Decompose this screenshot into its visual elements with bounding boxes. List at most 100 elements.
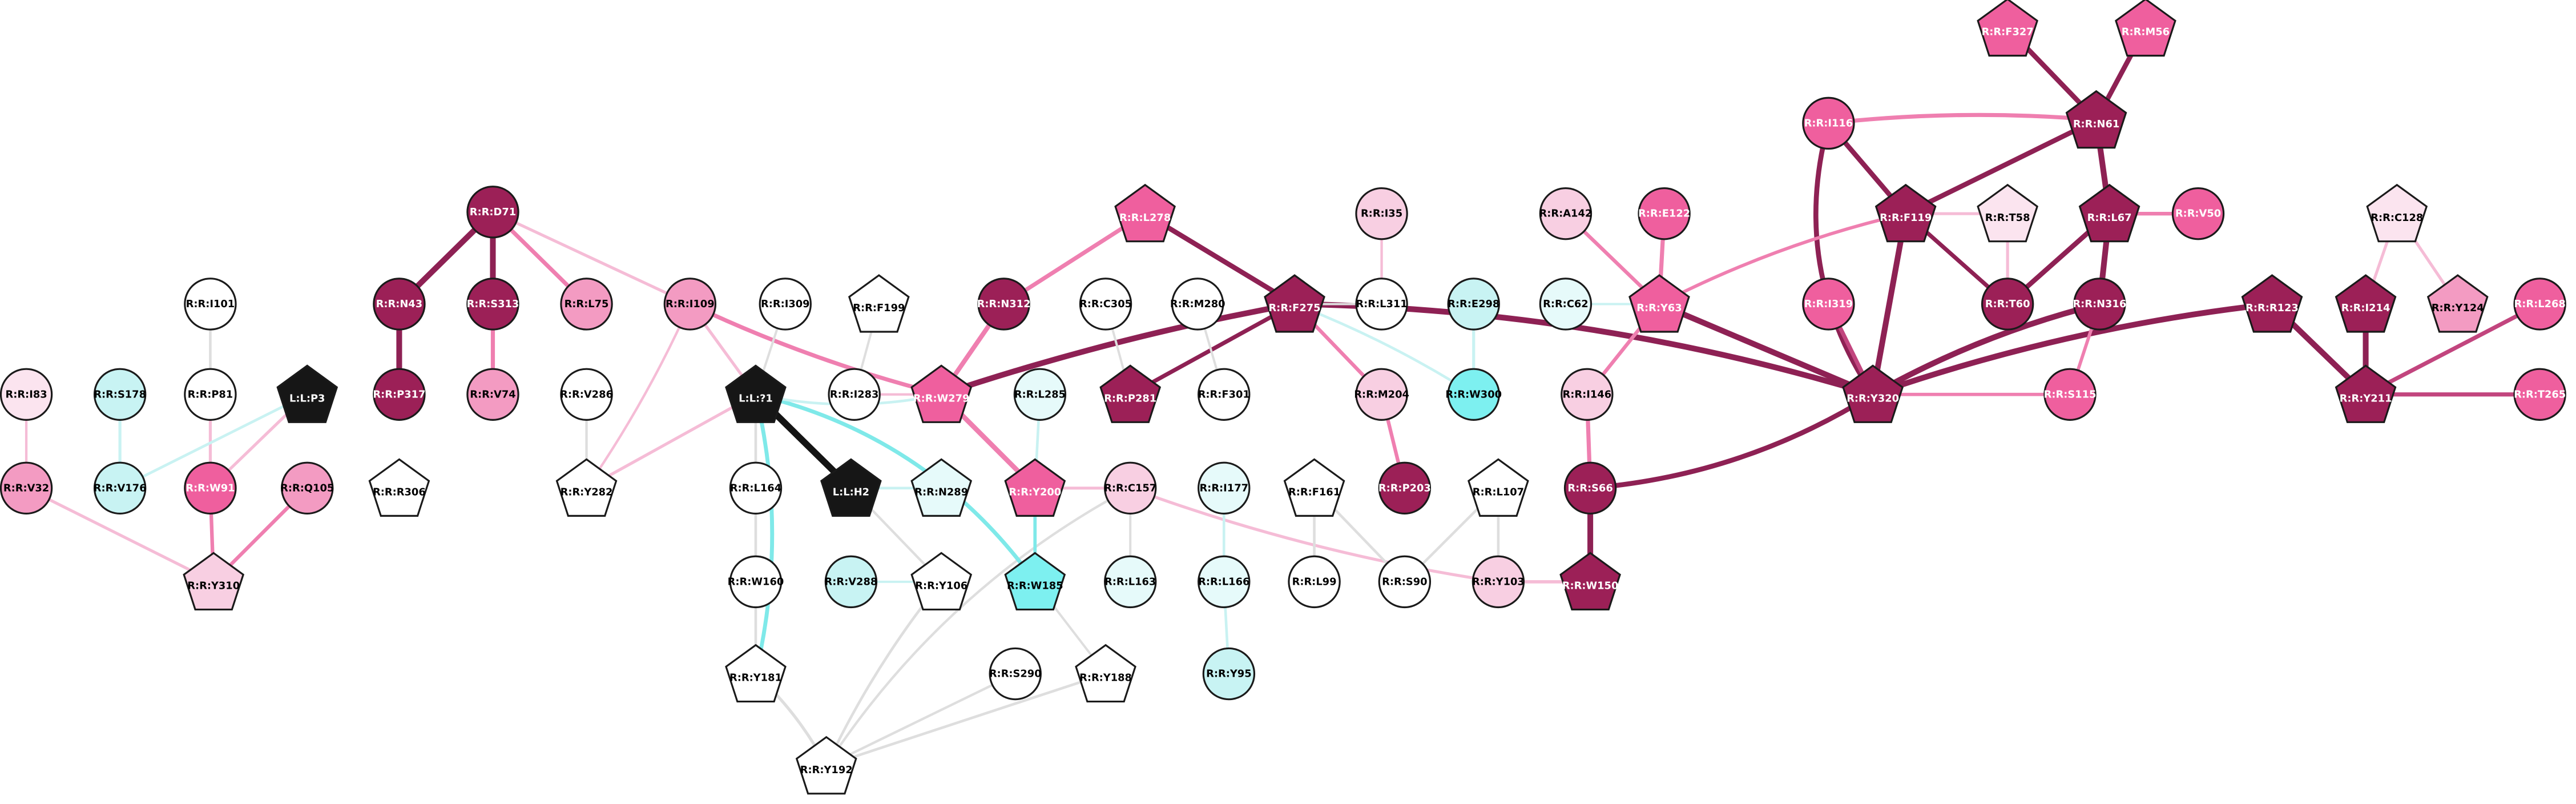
node-V32[interactable]: R:R:V32 [0, 461, 53, 514]
node-shape-circle[interactable] [824, 555, 878, 609]
node-L278[interactable]: R:R:L278 [1114, 183, 1176, 243]
node-shape-circle[interactable] [759, 278, 812, 331]
node-V288[interactable]: R:R:V288 [824, 555, 878, 609]
node-S66[interactable]: R:R:S66 [1563, 461, 1617, 515]
node-W300[interactable]: R:R:W300 [1445, 368, 1502, 421]
node-shape-circle[interactable] [1561, 368, 1614, 421]
node-shape-pentagon[interactable] [1874, 183, 1937, 243]
node-shape-pentagon[interactable] [910, 552, 973, 611]
node-P203[interactable]: R:R:P203 [1378, 461, 1432, 515]
node-F161[interactable]: R:R:F161 [1283, 458, 1345, 517]
node-shape-pentagon[interactable] [1559, 552, 1621, 611]
node-shape-circle[interactable] [1802, 97, 1855, 150]
node-Y181[interactable]: R:R:Y181 [725, 644, 787, 703]
node-shape-circle[interactable] [1981, 278, 2034, 331]
node-shape-pentagon[interactable] [2335, 274, 2397, 333]
node-I309[interactable]: R:R:I309 [759, 278, 812, 331]
node-Q105[interactable]: R:R:Q105 [280, 461, 334, 515]
node-shape-pentagon[interactable] [910, 364, 973, 423]
node-shape-pentagon[interactable] [1468, 458, 1529, 517]
node-shape-circle[interactable] [1563, 461, 1617, 515]
node-shape-circle[interactable] [2171, 187, 2225, 240]
node-shape-pentagon[interactable] [2426, 274, 2489, 333]
node-shape-pentagon[interactable] [2065, 90, 2127, 149]
node-shape-pentagon[interactable] [1004, 552, 1066, 611]
node-shape-pentagon[interactable] [555, 458, 618, 517]
node-shape-circle[interactable] [1171, 278, 1224, 331]
node-T58[interactable]: R:R:T58 [1977, 183, 2039, 243]
node-shape-circle[interactable] [729, 555, 783, 609]
node-I146[interactable]: R:R:I146 [1561, 368, 1614, 421]
node-shape-circle[interactable] [184, 461, 237, 515]
node-shape-pentagon[interactable] [368, 458, 430, 517]
node-shape-circle[interactable] [1202, 647, 1256, 701]
node-L268[interactable]: R:R:L268 [2513, 278, 2566, 331]
node-shape-pentagon[interactable] [1099, 364, 1162, 423]
node-shape-circle[interactable] [466, 278, 519, 331]
node-V176[interactable]: R:R:V176 [94, 461, 147, 515]
node-shape-circle[interactable] [466, 368, 519, 421]
node-N316[interactable]: R:R:N316 [2073, 278, 2126, 331]
node-I109[interactable]: R:R:I109 [663, 278, 717, 331]
node-I177[interactable]: R:R:I177 [1198, 461, 1251, 515]
node-S90[interactable]: R:R:S90 [1378, 555, 1432, 609]
node-shape-circle[interactable] [1539, 187, 1593, 240]
node-shape-circle[interactable] [93, 368, 147, 421]
node-shape-circle[interactable] [2513, 368, 2566, 421]
node-T265[interactable]: R:R:T265 [2513, 368, 2566, 421]
node-L67[interactable]: R:R:L67 [2078, 183, 2140, 243]
node-I83[interactable]: R:R:I83 [0, 368, 53, 421]
node-M280[interactable]: R:R:M280 [1170, 278, 1225, 331]
node-shape-circle[interactable] [1198, 461, 1251, 515]
node-shape-pentagon[interactable] [2241, 274, 2303, 333]
node-P81[interactable]: R:R:P81 [184, 368, 237, 421]
node-F301[interactable]: R:R:F301 [1198, 368, 1251, 421]
node-L107[interactable]: R:R:L107 [1468, 458, 1529, 517]
node-shape-circle[interactable] [1198, 555, 1251, 609]
node-shape-circle[interactable] [828, 368, 881, 421]
node-shape-circle[interactable] [373, 278, 426, 331]
node-UNK1[interactable]: L:L:?1 [725, 364, 787, 423]
node-L99[interactable]: R:R:L99 [1288, 555, 1341, 609]
node-shape-pentagon[interactable] [2115, 0, 2176, 57]
node-Y103[interactable]: R:R:Y103 [1472, 555, 1525, 609]
node-shape-pentagon[interactable] [725, 364, 787, 423]
node-P281[interactable]: R:R:P281 [1099, 364, 1162, 423]
node-shape-circle[interactable] [184, 278, 237, 331]
node-T60[interactable]: R:R:T60 [1981, 278, 2034, 331]
node-shape-circle[interactable] [1104, 461, 1157, 515]
node-shape-pentagon[interactable] [1977, 0, 2039, 57]
node-shape-pentagon[interactable] [1075, 644, 1136, 703]
node-L311[interactable]: R:R:L311 [1355, 278, 1408, 331]
node-W150[interactable]: R:R:W150 [1559, 552, 1621, 611]
node-shape-circle[interactable] [1539, 278, 1593, 331]
node-M204[interactable]: R:R:M204 [1354, 368, 1409, 421]
node-S115[interactable]: R:R:S115 [2043, 368, 2097, 421]
node-shape-circle[interactable] [1355, 187, 1408, 240]
node-C305[interactable]: R:R:C305 [1079, 278, 1132, 331]
node-shape-circle[interactable] [1638, 187, 1691, 240]
node-L163[interactable]: R:R:L163 [1104, 555, 1157, 609]
node-F275[interactable]: R:R:F275 [1264, 274, 1325, 333]
node-shape-pentagon[interactable] [848, 274, 910, 333]
node-shape-circle[interactable] [184, 368, 237, 421]
node-N43[interactable]: R:R:N43 [373, 278, 426, 331]
node-V50[interactable]: R:R:V50 [2171, 187, 2225, 240]
node-I101[interactable]: R:R:I101 [184, 278, 237, 331]
node-N312[interactable]: R:R:N312 [977, 278, 1031, 331]
node-L166[interactable]: R:R:L166 [1198, 555, 1251, 609]
node-shape-circle[interactable] [0, 461, 53, 514]
node-I35[interactable]: R:R:I35 [1355, 187, 1408, 240]
node-S313[interactable]: R:R:S313 [466, 278, 519, 331]
node-P317[interactable]: R:R:P317 [373, 368, 426, 421]
node-shape-circle[interactable] [1447, 278, 1500, 331]
node-shape-pentagon[interactable] [2078, 183, 2140, 243]
node-shape-pentagon[interactable] [1264, 274, 1325, 333]
node-shape-circle[interactable] [1013, 368, 1067, 421]
node-C128[interactable]: R:R:C128 [2366, 183, 2428, 243]
node-L75[interactable]: R:R:L75 [560, 278, 613, 331]
node-shape-pentagon[interactable] [1283, 458, 1345, 517]
node-shape-circle[interactable] [1355, 278, 1408, 331]
node-Y192[interactable]: R:R:Y192 [795, 735, 857, 795]
node-shape-circle[interactable] [1198, 368, 1251, 421]
